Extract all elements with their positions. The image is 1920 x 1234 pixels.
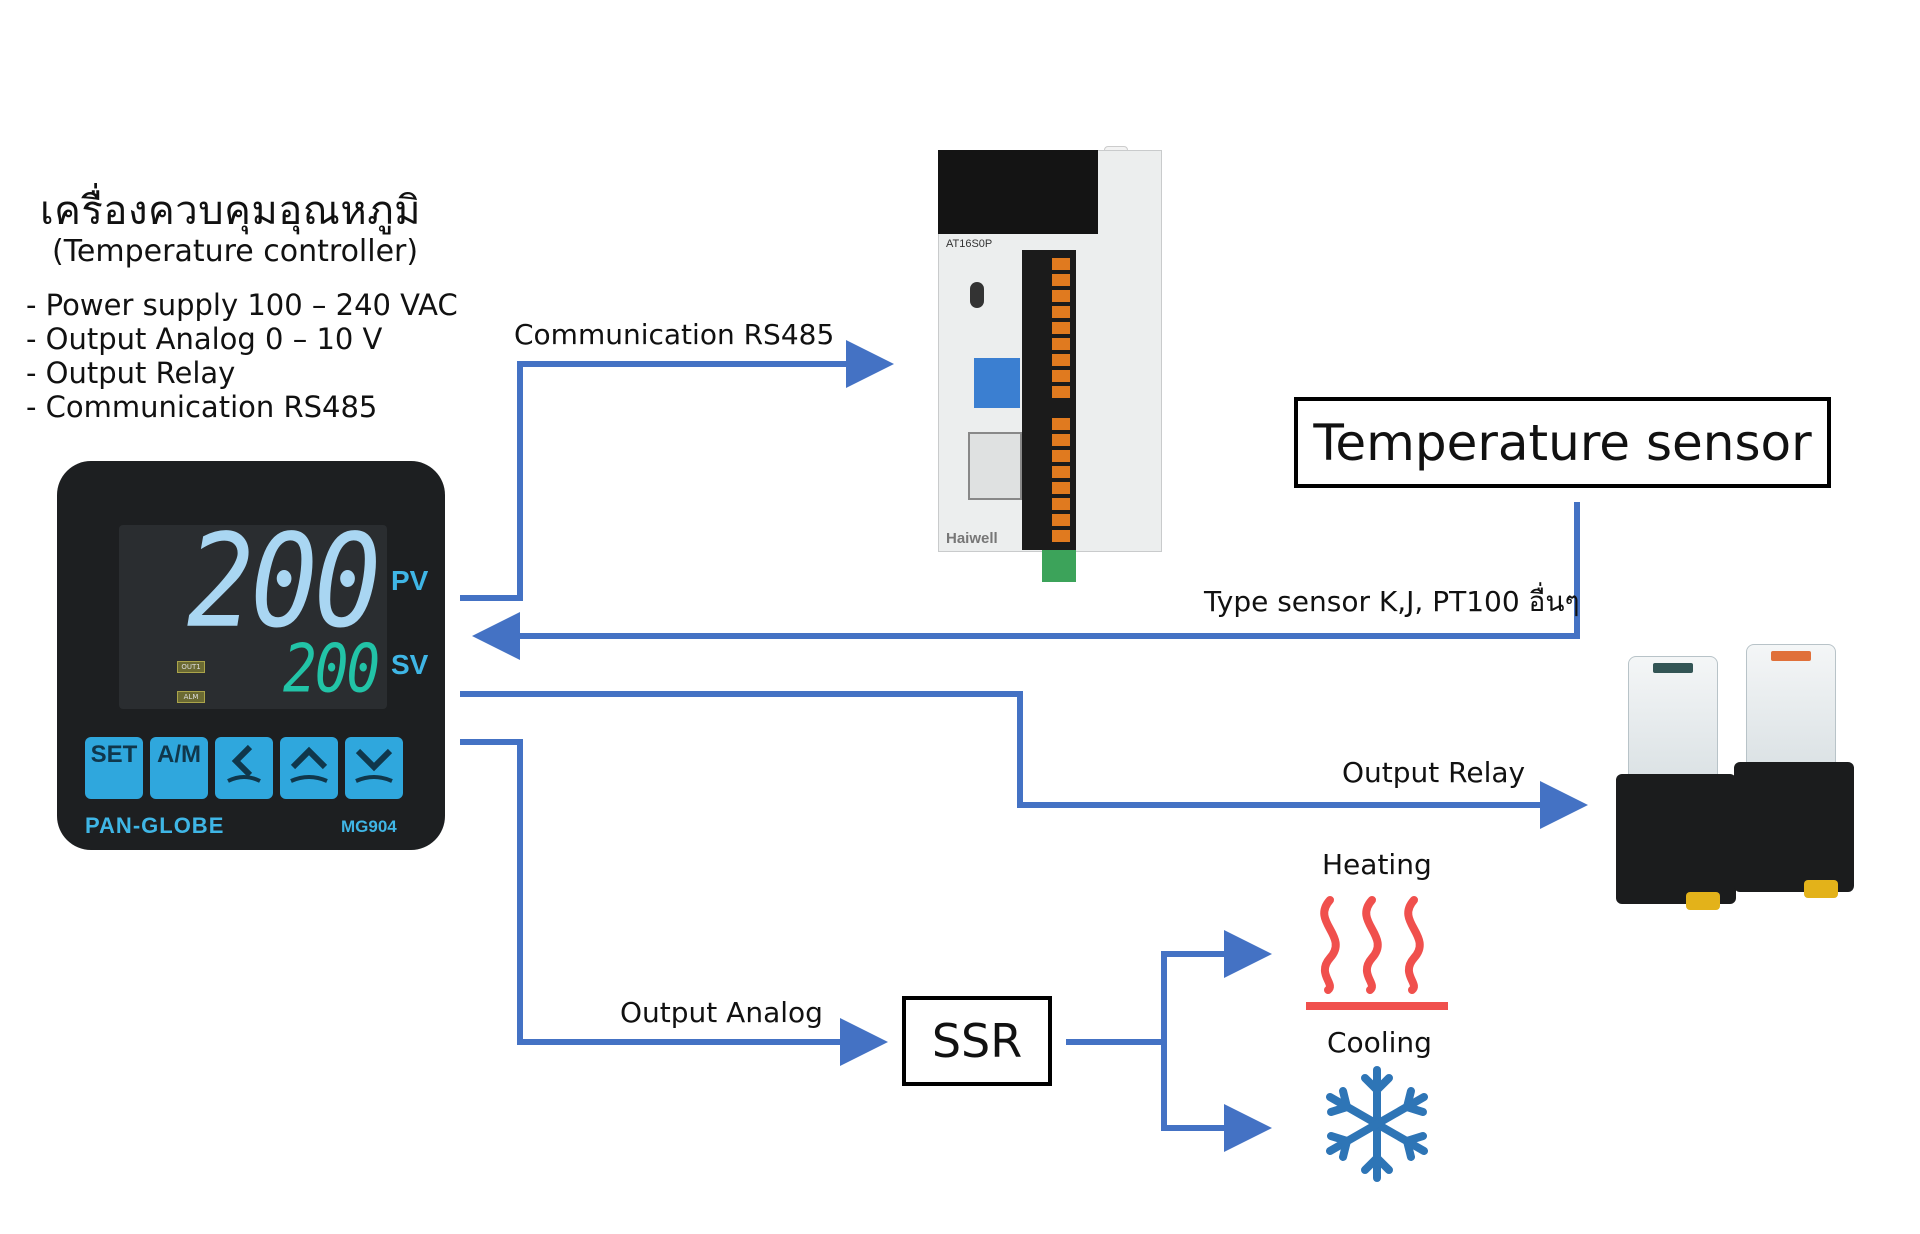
temperature-sensor-box: Temperature sensor: [1294, 397, 1831, 488]
rs485-label: Communication RS485: [514, 318, 835, 351]
chevron-left-icon: [227, 744, 261, 783]
snowflake-icon: [1326, 1066, 1428, 1182]
plc-brand: Haiwell: [946, 530, 998, 547]
plc-led-panel: [938, 150, 1098, 234]
controller-specs: - Power supply 100 – 240 VAC - Output An…: [26, 288, 458, 424]
relay-device: [1616, 656, 1738, 916]
plc-device: AT16S0P Haiwell: [938, 146, 1162, 582]
relay-arrow: [460, 691, 1588, 829]
heating-label: Heating: [1322, 848, 1432, 881]
plc-ethernet-port: [968, 432, 1022, 500]
sensor-type-label: Type sensor K,J, PT100 อื่นๆ: [1204, 585, 1580, 618]
controller-title-english: (Temperature controller): [52, 234, 419, 269]
down-key: [345, 737, 403, 799]
pv-label: PV: [391, 565, 429, 596]
set-key: SET: [85, 737, 143, 799]
relay-output-label: Output Relay: [1342, 756, 1526, 789]
controller-keypad: SET A/M: [85, 737, 403, 799]
sv-label: SV: [391, 649, 429, 680]
spec-item: - Power supply 100 – 240 VAC: [26, 288, 458, 322]
analog-output-label: Output Analog: [620, 996, 823, 1029]
shift-left-key: [215, 737, 273, 799]
controller-brand: PAN-GLOBE: [85, 813, 225, 838]
analog-arrow: [460, 739, 888, 1066]
sv-value: 200: [283, 630, 380, 709]
cooling-label: Cooling: [1327, 1026, 1432, 1059]
chevron-up-icon: [290, 746, 328, 783]
plc-power-connector: [1042, 550, 1076, 582]
plc-dip-switch: [974, 358, 1020, 408]
plc-terminal-block: [1022, 250, 1076, 550]
spec-item: - Output Analog 0 – 10 V: [26, 322, 383, 356]
ssr-label: SSR: [931, 1014, 1023, 1068]
heating-icon: [1306, 896, 1448, 1010]
controller-display: [119, 525, 387, 709]
pv-value: 200: [187, 507, 381, 657]
plc-model: AT16S0P: [946, 238, 993, 250]
rs485-arrow: [460, 340, 894, 601]
alarm-indicator: ALM: [177, 691, 205, 703]
ssr-box: SSR: [902, 996, 1052, 1086]
chevron-down-icon: [355, 748, 393, 783]
auto-manual-key: A/M: [150, 737, 208, 799]
controller-model: MG904: [341, 817, 397, 836]
plc-run-stop-switch: [970, 282, 984, 308]
out1-indicator: OUT1: [177, 661, 205, 673]
temperature-controller-device: 200 PV 200 SV OUT1 ALM SET A/M PAN-GLOBE…: [57, 461, 445, 850]
spec-item: - Communication RS485: [26, 390, 378, 424]
up-key: [280, 737, 338, 799]
spec-item: - Output Relay: [26, 356, 236, 390]
controller-title-thai: เครื่องควบคุมอุณหภูมิ: [40, 188, 421, 234]
sensor-arrow: [472, 502, 1580, 660]
temperature-sensor-label: Temperature sensor: [1313, 413, 1812, 472]
relay-device: [1734, 644, 1856, 904]
